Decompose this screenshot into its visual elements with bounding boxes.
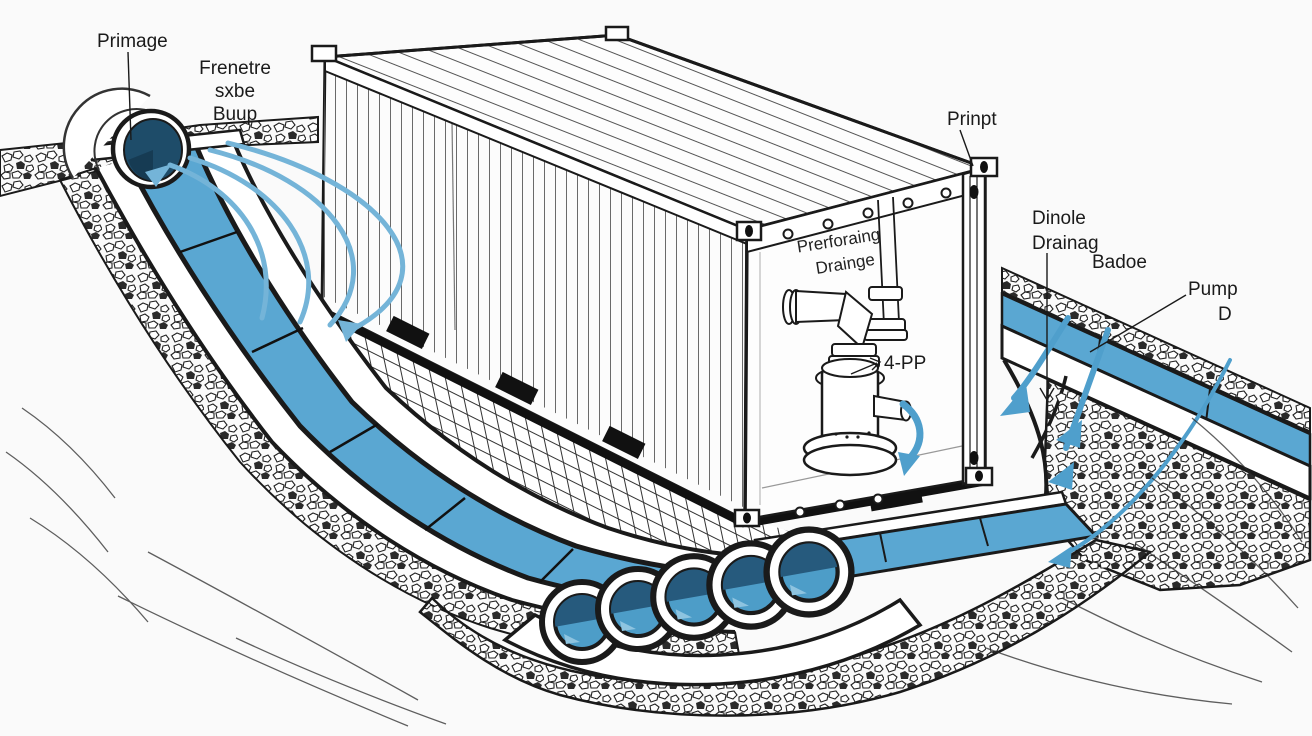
gravel-strip-right <box>1001 266 1311 434</box>
rivets-bottom <box>794 493 884 518</box>
grass-strokes <box>5 407 1303 727</box>
flow-arrows-right <box>1000 315 1232 568</box>
label-pump-pipe: 4-PP <box>884 353 926 374</box>
corner-casting <box>310 44 338 63</box>
label-pump-1: Pump <box>1188 279 1238 300</box>
label-corner: Prinpt <box>947 109 997 130</box>
label-inlet-note-3: Buup <box>213 104 257 125</box>
leader-pump <box>1089 294 1187 353</box>
right-drain-arrowhead <box>1039 387 1055 402</box>
pump-outlet-arrow <box>898 400 924 476</box>
channel-joints <box>179 230 684 606</box>
labels: Primage Frenetre sxbe Buup Prinpt Dinole… <box>97 31 1238 374</box>
leader-lines <box>127 51 1187 402</box>
flow-lines <box>167 140 406 342</box>
container-bottom-rail <box>320 308 747 528</box>
corner-casting <box>604 25 630 42</box>
container-end-cutaway <box>733 156 999 528</box>
inlet-pipe <box>62 87 192 190</box>
leader-primage <box>127 51 132 141</box>
pp-arrowhead <box>869 357 882 371</box>
gravel-backfill-right <box>1043 378 1312 592</box>
leader-prinpt <box>959 129 974 167</box>
corner-post <box>961 166 987 486</box>
label-inlet: Primage <box>97 31 168 52</box>
label-inlet-note-2: sxbe <box>215 81 255 102</box>
label-pump-2: D <box>1218 304 1232 325</box>
inlet-flow-arrow <box>145 164 172 187</box>
interior-drop-pipe <box>863 196 908 341</box>
label-inlet-note-1: Frenetre <box>199 58 271 79</box>
label-right-drain-2: Drainag <box>1032 233 1099 254</box>
rivets-top <box>782 187 952 240</box>
left-channel-water <box>127 148 760 610</box>
label-backfill: Badoe <box>1092 252 1147 273</box>
right-drain-channel <box>1000 266 1312 592</box>
container <box>310 25 999 528</box>
label-right-drain-1: Dinole <box>1032 208 1086 229</box>
leader-pp <box>850 362 878 375</box>
flow-arrowhead <box>338 320 362 342</box>
perforated-pipes <box>539 526 855 665</box>
pipe-bedding-lip <box>501 597 923 687</box>
